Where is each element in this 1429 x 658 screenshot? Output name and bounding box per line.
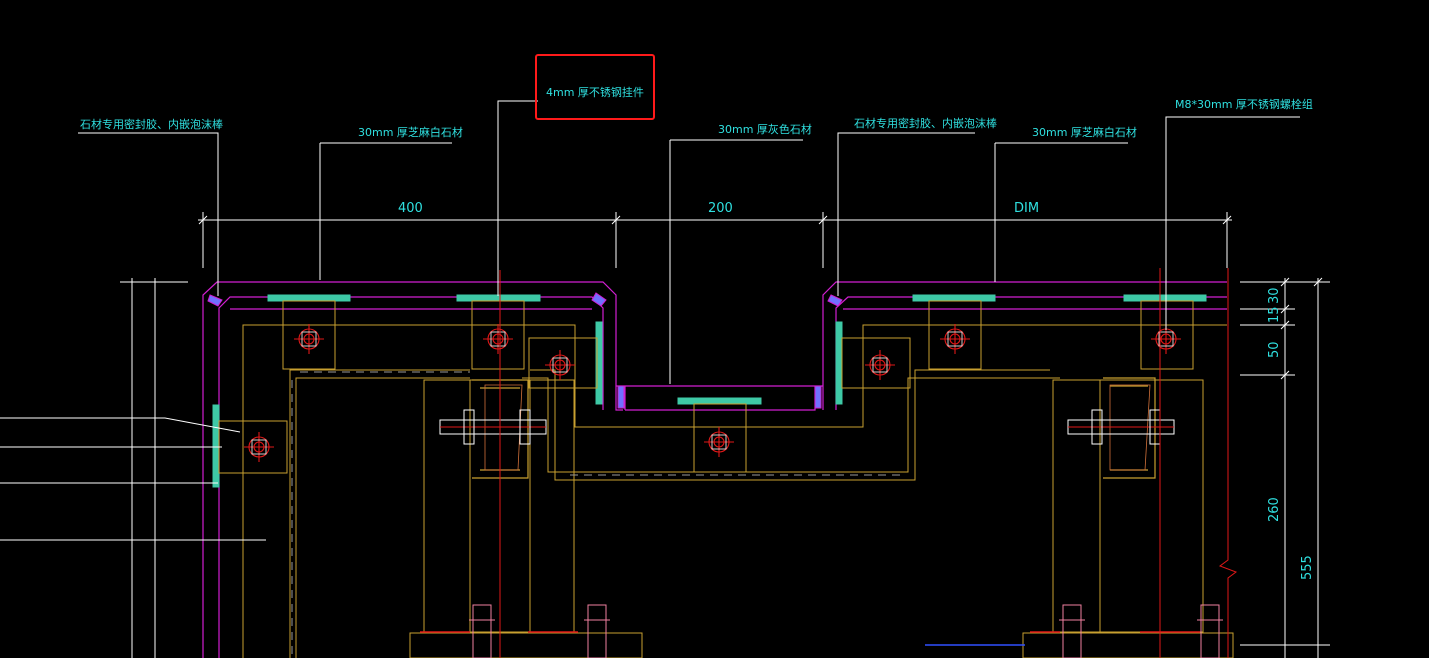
callout-bolt-set: M8*30mm 厚不锈钢螺栓组 [1175, 97, 1313, 111]
callout-white-stone-right: 30mm 厚芝麻白石材 [1032, 125, 1137, 139]
right-stone-panel-inner [835, 296, 1227, 410]
bolt-symbols [244, 324, 1181, 462]
left-stone-panel-inner [218, 296, 604, 658]
callout-sealant-right: 石材专用密封胶、内嵌泡沫棒 [854, 116, 997, 130]
inner-back-line [289, 369, 470, 658]
right-dimension-lines [1240, 277, 1330, 658]
anchor-brackets [218, 300, 1194, 474]
sealant-joints [207, 292, 843, 409]
through-bolts [439, 409, 1175, 445]
left-column [423, 379, 575, 633]
left-leader-lines [0, 417, 266, 541]
left-back-line [242, 324, 1227, 658]
highlight-box [535, 54, 655, 120]
dim-30: 30 [1267, 287, 1282, 304]
callout-white-stone-left: 30mm 厚芝麻白石材 [358, 125, 463, 139]
callout-gray-stone: 30mm 厚灰色石材 [718, 122, 812, 136]
axis-lines [499, 268, 1238, 658]
callout-stainless-hanger: 4mm 厚不锈钢挂件 [546, 85, 644, 99]
dim-15: 15 [1267, 306, 1282, 323]
top-dimension-line [198, 212, 1232, 268]
dim-dim: DIM [1014, 201, 1039, 216]
dim-400: 400 [398, 201, 423, 216]
dim-260: 260 [1267, 497, 1282, 522]
steel-frame [242, 324, 1234, 658]
left-base-plate [409, 632, 643, 658]
right-column [1052, 379, 1204, 633]
dim-555: 555 [1300, 555, 1315, 580]
callout-sealant-left: 石材专用密封胶、内嵌泡沫棒 [80, 117, 223, 131]
right-stone-panel-outer [822, 281, 1227, 410]
stone-panels [202, 281, 1227, 658]
left-stone-panel-outer [202, 281, 623, 658]
stainless-hangers [212, 294, 1207, 488]
anchor-bolts [469, 604, 1223, 658]
dim-50: 50 [1267, 341, 1282, 358]
dim-200: 200 [708, 201, 733, 216]
callout-leaders [78, 100, 1300, 384]
